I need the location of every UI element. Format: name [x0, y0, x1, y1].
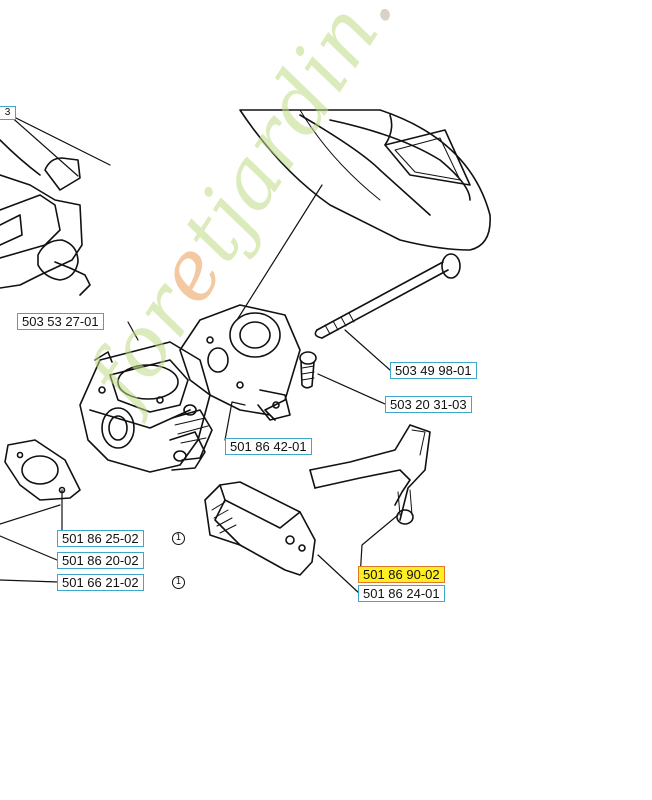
part-label-501-86-24-01: 501 86 24-01	[358, 585, 445, 602]
part-label-stub: 3	[0, 106, 16, 120]
part-label-501-86-25-02: 501 86 25-02	[57, 530, 144, 547]
intake-manifold	[179, 304, 301, 421]
part-label-501-66-21-02: 501 66 21-02	[57, 574, 144, 591]
carburetor	[79, 341, 213, 473]
throttle-assembly	[0, 139, 91, 296]
part-label-503-49-98-01: 503 49 98-01	[390, 362, 477, 379]
gasket	[4, 439, 81, 501]
leader-lines	[0, 113, 399, 595]
part-label-501-86-20-02: 501 86 20-02	[57, 552, 144, 569]
air-filter-cover	[239, 109, 491, 251]
small-screw	[299, 351, 317, 389]
part-label-503-53-27-01: 503 53 27-01	[17, 313, 104, 330]
part-label-503-20-31-03: 503 20 31-03	[385, 396, 472, 413]
throttle-lever	[309, 424, 431, 525]
long-bolt	[314, 253, 461, 339]
part-label-501-86-42-01: 501 86 42-01	[225, 438, 312, 455]
note-1-icon: 1	[172, 576, 185, 589]
note-1-icon: 1	[172, 532, 185, 545]
intake-block	[204, 481, 316, 576]
part-label-501-86-90-02: 501 86 90-02	[358, 566, 445, 583]
